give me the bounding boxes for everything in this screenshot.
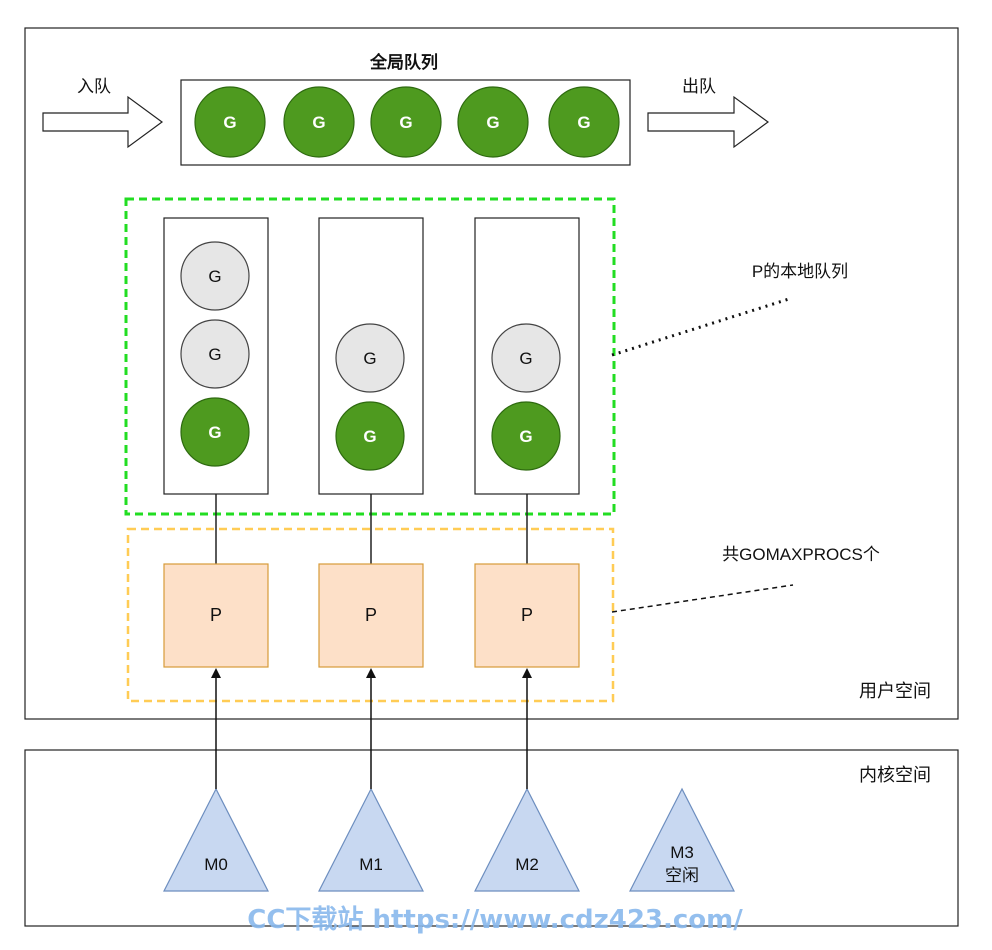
dequeue-label: 出队 [682, 77, 716, 96]
global-queue-title: 全局队列 [369, 52, 438, 72]
local-queues: G G G G G G G [163, 217, 580, 564]
local-goroutine-2-0-label: G [519, 349, 532, 368]
kernel-space-box [24, 749, 959, 927]
thread-1-name: M1 [359, 855, 383, 874]
global-goroutine-4-label: G [577, 113, 590, 132]
global-goroutine-1-label: G [312, 113, 325, 132]
local-goroutine-1-1 [335, 401, 405, 471]
local-goroutine-0-0-label: G [208, 267, 221, 286]
global-goroutine-1 [283, 86, 355, 158]
thread-m1 [318, 787, 424, 892]
enqueue-arrow-icon [42, 95, 164, 149]
local-goroutine-0-1 [180, 319, 250, 389]
thread-m2 [474, 787, 580, 892]
processor-0 [163, 563, 269, 668]
thread-3-name: M3 [670, 843, 694, 862]
thread-0-name: M0 [204, 855, 228, 874]
global-goroutine-2 [370, 86, 442, 158]
threads: M0 M1 M2 M3 空闲 [163, 668, 735, 892]
local-queue-annotation: P的本地队列 [752, 262, 848, 281]
local-goroutine-2-1 [491, 401, 561, 471]
enqueue-label: 入队 [77, 77, 111, 96]
local-goroutine-0-0 [180, 241, 250, 311]
processor-annotation: 共GOMAXPROCS个 [722, 545, 880, 564]
thread-m3 [629, 787, 735, 892]
processor-1-label: P [365, 605, 377, 625]
local-goroutine-1-0 [335, 323, 405, 393]
local-goroutine-0-1-label: G [208, 345, 221, 364]
local-goroutine-2-0 [491, 323, 561, 393]
thread-2-name: M2 [515, 855, 539, 874]
global-goroutine-4 [548, 86, 620, 158]
thread-m0 [163, 787, 269, 892]
local-goroutine-0-2 [180, 397, 250, 467]
global-goroutine-3 [457, 86, 529, 158]
processor-1 [318, 563, 424, 668]
thread-3-status: 空闲 [665, 866, 699, 885]
global-goroutine-0 [194, 86, 266, 158]
local-goroutine-1-1-label: G [363, 427, 376, 446]
global-goroutine-2-label: G [399, 113, 412, 132]
global-goroutine-3-label: G [486, 113, 499, 132]
processor-2-label: P [521, 605, 533, 625]
processor-annotation-line [611, 584, 794, 613]
dequeue-arrow-icon [647, 95, 770, 149]
local-goroutine-2-1-label: G [519, 427, 532, 446]
user-space-label: 用户空间 [859, 681, 931, 701]
watermark: CC下载站 https://www.cdz423.com/ [247, 905, 743, 935]
local-queues-group [124, 197, 616, 516]
processor-2 [474, 563, 580, 668]
processor-0-label: P [210, 605, 222, 625]
local-goroutine-1-0-label: G [363, 349, 376, 368]
global-goroutine-0-label: G [223, 113, 236, 132]
local-goroutine-0-2-label: G [208, 423, 221, 442]
kernel-space-label: 内核空间 [859, 765, 931, 785]
